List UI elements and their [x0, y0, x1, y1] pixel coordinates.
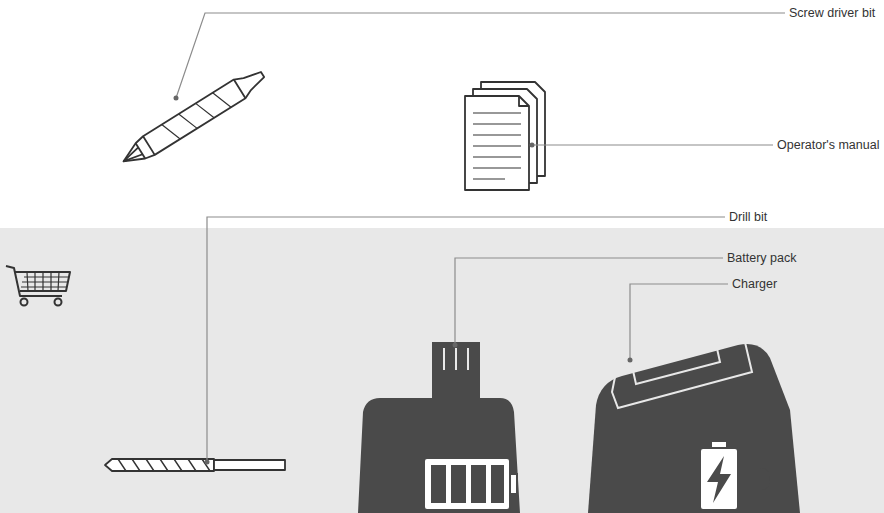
drill-bit-figure: [105, 459, 285, 471]
leader-line: [207, 217, 725, 462]
leader-dot: [453, 343, 458, 348]
part-label: Drill bit: [729, 209, 767, 225]
leader-dot: [628, 358, 633, 363]
leader-line: [455, 258, 723, 345]
leader-dots: [174, 96, 633, 465]
part-label: Screw driver bit: [789, 5, 875, 21]
leader-line: [176, 13, 785, 98]
manual-figure: [465, 82, 545, 190]
leader-dot: [530, 143, 535, 148]
screwdriver-bit-figure: [118, 65, 269, 171]
leader-lines: [176, 13, 785, 462]
part-label: Charger: [732, 276, 777, 292]
cart-icon: [6, 266, 70, 306]
leader-line: [532, 144, 773, 145]
leader-line: [630, 284, 728, 360]
leader-dot: [174, 96, 179, 101]
background-band: [0, 228, 884, 513]
part-label: Battery pack: [727, 250, 796, 266]
battery-figure: [358, 342, 520, 513]
leader-dot: [205, 460, 210, 465]
charger-figure: [588, 338, 800, 513]
part-label: Operator's manual: [777, 137, 879, 153]
